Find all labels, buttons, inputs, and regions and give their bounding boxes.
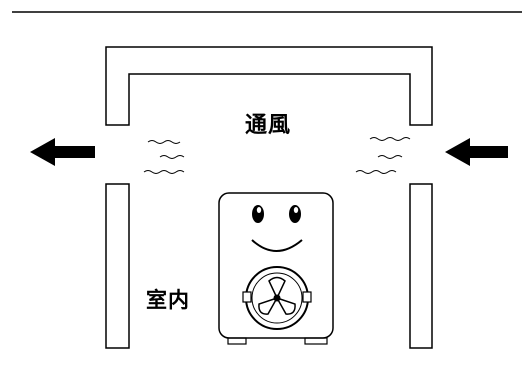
left-wall: [105, 183, 130, 349]
arrow-left-icon: [30, 138, 95, 166]
right-eye-icon: [289, 205, 301, 223]
smiling-air-purifier-icon: [218, 192, 334, 345]
appliance-body: [218, 192, 334, 339]
duct-outline: [105, 46, 433, 126]
appliance-foot-right: [304, 337, 328, 345]
arrow-left-icon: [445, 138, 508, 166]
airflow-wave-icon: [143, 140, 185, 174]
right-wall: [409, 183, 433, 349]
fan-icon: [242, 266, 312, 330]
ventilation-label: 通風: [245, 112, 292, 138]
airflow-wave-icon: [355, 137, 411, 174]
appliance-foot-left: [227, 337, 247, 345]
smile-mouth: [251, 239, 303, 252]
indoor-label: 室内: [146, 287, 190, 312]
left-eye-icon: [252, 205, 264, 223]
